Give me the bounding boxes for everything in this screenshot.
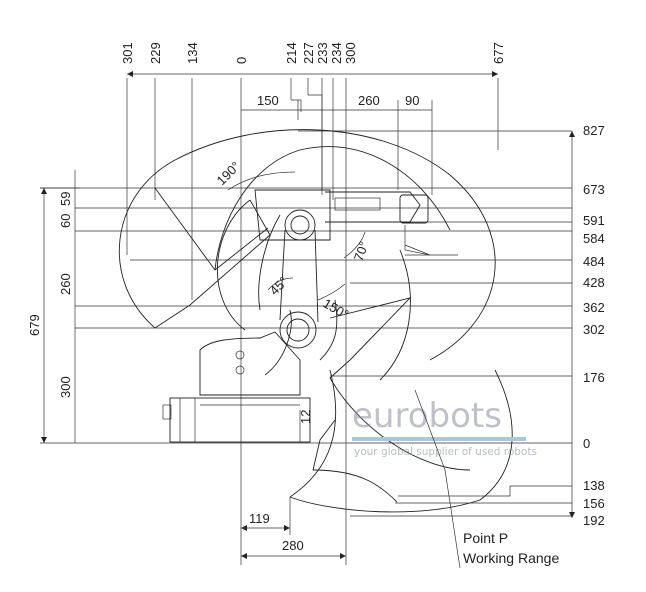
left-dim-260: 260 [58,273,73,295]
top-dim-229: 229 [148,42,163,64]
top-dimension-labels: 301 229 134 0 214 227 233 234 300 677 [120,42,506,64]
top-dim-227: 227 [301,42,316,64]
robot-body [162,189,431,443]
callout-labels: Point P Working Range [463,530,559,566]
angle-150: 150° [321,296,352,322]
right-reference-lines [40,130,573,518]
right-dim-362: 362 [583,300,605,315]
right-dim-176: 176 [583,370,605,385]
watermark-brand: eurobots [352,396,502,436]
right-dim-584: 584 [583,231,605,246]
dim-12: 12 [298,410,313,424]
left-dimension-lines [40,170,80,443]
right-dim-673: 673 [583,182,605,197]
top-dim-0: 0 [234,57,249,64]
left-dim-679: 679 [27,314,42,336]
left-dim-60: 60 [58,214,73,228]
eurobots-watermark: eurobots your global supplier of used ro… [352,396,537,458]
right-dim-591: 591 [583,213,605,228]
top-dim-214: 214 [284,42,299,64]
dim-280: 280 [282,538,304,553]
top-dim-301: 301 [120,42,135,64]
left-dim-300: 300 [58,376,73,398]
right-dimension-labels: 827 673 591 584 484 428 362 302 176 0 13… [583,123,605,528]
point-p-leader [414,389,461,569]
right-dim-302: 302 [583,322,605,337]
top-dim-300: 300 [343,42,358,64]
right-dim-156: 156 [583,496,605,511]
top-dim-134: 134 [185,42,200,64]
right-dim-484: 484 [583,254,605,269]
angle-45: 45° [267,274,292,299]
right-dim-138: 138 [583,478,605,493]
top-dim-234: 234 [329,42,344,64]
label-point-p: Point P [463,530,508,546]
right-dim-428: 428 [583,275,605,290]
top-dim-233: 233 [315,42,330,64]
left-dim-59: 59 [58,192,73,206]
right-dim-0: 0 [583,436,590,451]
watermark-bar [352,437,526,441]
top-extension-lines [126,73,499,565]
left-dimension-labels: 59 60 260 679 300 12 [27,192,313,424]
top-dim-677: 677 [491,42,506,64]
angle-70: 70° [351,239,372,263]
dim-119: 119 [249,511,270,526]
dim-260: 260 [358,93,380,108]
label-working-range: Working Range [463,550,559,566]
dim-90: 90 [405,93,419,108]
dim-150: 150 [257,93,279,108]
watermark-tagline: your global supplier of used robots [354,446,537,458]
horizontal-dimension-labels: 150 260 90 119 280 [249,93,419,553]
working-range-envelope [118,129,513,513]
working-range-leader [404,244,431,256]
right-dim-192: 192 [583,513,605,528]
right-dim-827: 827 [583,123,605,138]
